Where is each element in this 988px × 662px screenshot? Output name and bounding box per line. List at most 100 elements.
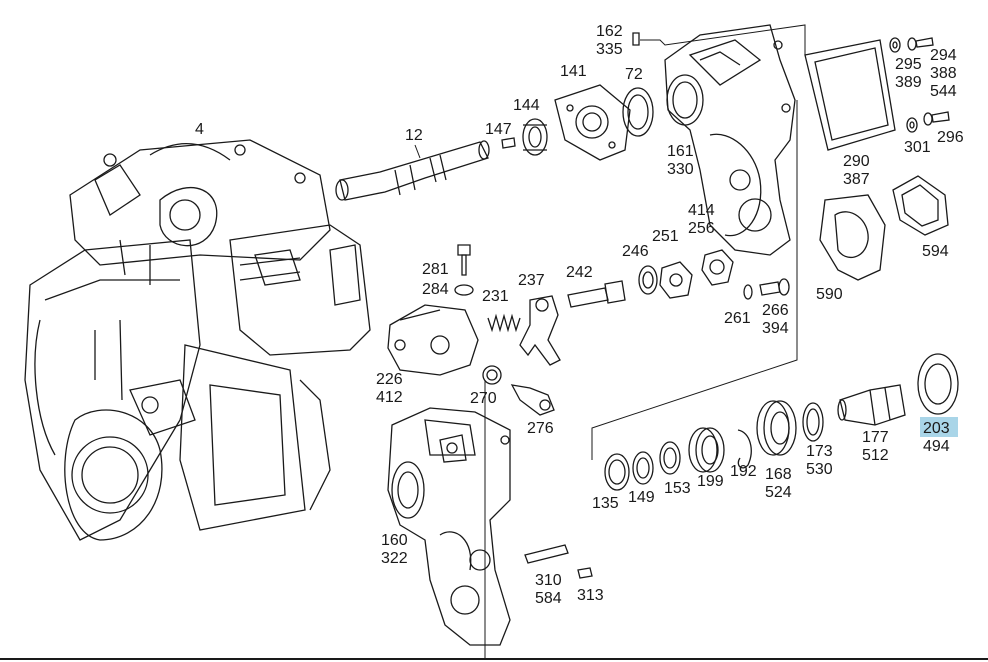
bolt-296[interactable] <box>923 111 950 126</box>
label-135[interactable]: 135 <box>592 495 619 512</box>
label-256[interactable]: 256 <box>688 220 715 237</box>
label-494[interactable]: 494 <box>923 438 950 455</box>
circlip-192[interactable] <box>737 429 752 469</box>
label-242[interactable]: 242 <box>566 264 593 281</box>
cover-plate-290[interactable] <box>804 39 896 151</box>
washer-284[interactable] <box>454 284 474 296</box>
shaft-177[interactable] <box>837 384 906 426</box>
output-shaft-12[interactable] <box>335 140 490 201</box>
label-335[interactable]: 335 <box>596 41 623 58</box>
washer-261[interactable] <box>743 284 753 300</box>
rear-housing-161[interactable] <box>664 24 796 256</box>
switch-276[interactable] <box>510 384 555 416</box>
label-296[interactable]: 296 <box>937 129 964 146</box>
label-231[interactable]: 231 <box>482 288 509 305</box>
shift-fork-237[interactable] <box>519 295 561 366</box>
label-266[interactable]: 266 <box>762 302 789 319</box>
label-414[interactable]: 414 <box>688 202 715 219</box>
label-237[interactable]: 237 <box>518 272 545 289</box>
label-141[interactable]: 141 <box>560 63 587 80</box>
label-313[interactable]: 313 <box>577 587 604 604</box>
label-161[interactable]: 161 <box>667 143 694 160</box>
transmission-housing-4[interactable] <box>24 139 371 541</box>
label-281[interactable]: 281 <box>422 261 449 278</box>
label-199[interactable]: 199 <box>697 473 724 490</box>
label-226[interactable]: 226 <box>376 371 403 388</box>
label-388[interactable]: 388 <box>930 65 957 82</box>
washer-295[interactable] <box>889 37 901 53</box>
label-301[interactable]: 301 <box>904 139 931 156</box>
ring-173[interactable] <box>802 402 824 442</box>
washer-301[interactable] <box>906 117 918 133</box>
selector-housing-226[interactable] <box>387 304 479 376</box>
pin-147[interactable] <box>501 137 516 149</box>
bolt-281[interactable] <box>457 244 471 276</box>
label-330[interactable]: 330 <box>667 161 694 178</box>
seal-270[interactable] <box>482 365 502 385</box>
label-162[interactable]: 162 <box>596 23 623 40</box>
shaft-242[interactable] <box>567 280 626 308</box>
label-295[interactable]: 295 <box>895 56 922 73</box>
label-192[interactable]: 192 <box>730 463 757 480</box>
label-270[interactable]: 270 <box>470 390 497 407</box>
label-512[interactable]: 512 <box>862 447 889 464</box>
label-153[interactable]: 153 <box>664 480 691 497</box>
shaft-310[interactable] <box>524 544 569 564</box>
label-4[interactable]: 4 <box>195 121 204 138</box>
label-584[interactable]: 584 <box>535 590 562 607</box>
label-389[interactable]: 389 <box>895 74 922 91</box>
label-246[interactable]: 246 <box>622 243 649 260</box>
label-290[interactable]: 290 <box>843 153 870 170</box>
label-387[interactable]: 387 <box>843 171 870 188</box>
bearing-153[interactable] <box>659 441 681 475</box>
label-168[interactable]: 168 <box>765 466 792 483</box>
ring-246[interactable] <box>638 265 658 295</box>
ring-149[interactable] <box>632 451 654 485</box>
label-149[interactable]: 149 <box>628 489 655 506</box>
highlight-203 <box>920 417 958 437</box>
label-251[interactable]: 251 <box>652 228 679 245</box>
pin-313[interactable] <box>577 567 593 579</box>
leader-line-12 <box>414 144 421 159</box>
label-590[interactable]: 590 <box>816 286 843 303</box>
transfer-housing-160[interactable] <box>387 407 511 646</box>
assembly-lines <box>484 24 806 658</box>
label-284[interactable]: 284 <box>422 281 449 298</box>
gasket-590[interactable] <box>819 194 886 281</box>
label-294[interactable]: 294 <box>930 47 957 64</box>
label-524[interactable]: 524 <box>765 484 792 501</box>
bearing-cover-414[interactable] <box>701 249 734 286</box>
label-173[interactable]: 173 <box>806 443 833 460</box>
seal-ring-72[interactable] <box>622 87 654 137</box>
label-72[interactable]: 72 <box>625 66 643 83</box>
bearing-203[interactable] <box>917 353 959 415</box>
label-147[interactable]: 147 <box>485 121 512 138</box>
label-177[interactable]: 177 <box>862 429 889 446</box>
label-544[interactable]: 544 <box>930 83 957 100</box>
ring-135[interactable] <box>604 453 630 491</box>
label-594[interactable]: 594 <box>922 243 949 260</box>
label-276[interactable]: 276 <box>527 420 554 437</box>
flange-251[interactable] <box>659 261 693 299</box>
bolt-294[interactable] <box>907 37 934 51</box>
label-530[interactable]: 530 <box>806 461 833 478</box>
label-394[interactable]: 394 <box>762 320 789 337</box>
label-322[interactable]: 322 <box>381 550 408 567</box>
part-labels: 4 12 144 147 141 72 162 335 161 330 294 … <box>195 23 964 607</box>
gasket-594[interactable] <box>892 175 949 236</box>
sleeve-199[interactable] <box>688 427 725 473</box>
bolt-266[interactable] <box>759 278 790 296</box>
label-412[interactable]: 412 <box>376 389 403 406</box>
pin-162[interactable] <box>632 32 640 46</box>
label-310[interactable]: 310 <box>535 572 562 589</box>
spring-231[interactable] <box>487 313 521 333</box>
synchro-ring-144[interactable] <box>522 118 548 156</box>
label-144[interactable]: 144 <box>513 97 540 114</box>
bearing-168[interactable] <box>756 400 797 456</box>
label-261[interactable]: 261 <box>724 310 751 327</box>
flange-141[interactable] <box>554 84 631 161</box>
label-12[interactable]: 12 <box>405 127 423 144</box>
label-203[interactable]: 203 <box>923 420 950 437</box>
label-160[interactable]: 160 <box>381 532 408 549</box>
